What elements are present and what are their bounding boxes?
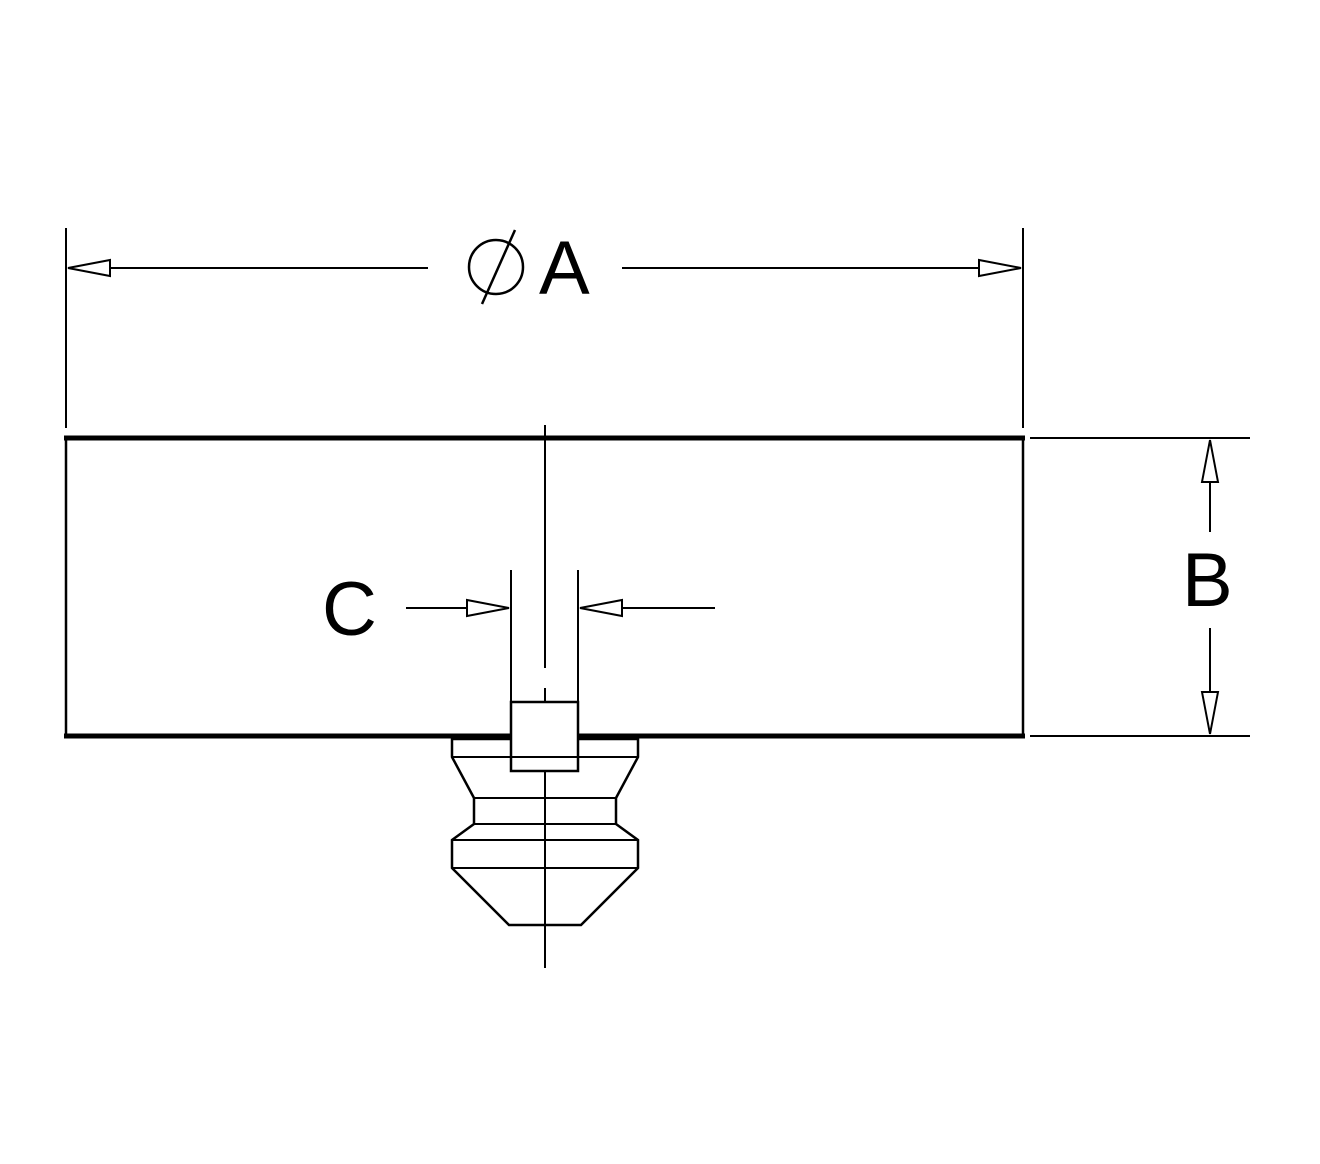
fitting-collar <box>450 737 640 927</box>
fitting-stem <box>509 700 580 773</box>
dimension-a: A <box>65 226 1024 428</box>
dim-a-arrowhead-right <box>978 258 1022 278</box>
dim-b-arrowhead-bottom <box>1200 691 1220 735</box>
dim-a-label: A <box>539 226 590 311</box>
dimension-b: B <box>1030 437 1250 737</box>
grease-fitting <box>450 700 640 927</box>
dim-a-arrowhead-left <box>67 258 111 278</box>
dim-b-arrowhead-top <box>1200 439 1220 483</box>
dim-b-label: B <box>1182 538 1233 623</box>
dim-c-label: C <box>322 567 377 652</box>
dimension-c: C <box>322 567 715 702</box>
diameter-symbol <box>467 229 525 305</box>
dim-c-arrowhead-left <box>466 598 510 618</box>
dim-c-arrowhead-right <box>579 598 623 618</box>
